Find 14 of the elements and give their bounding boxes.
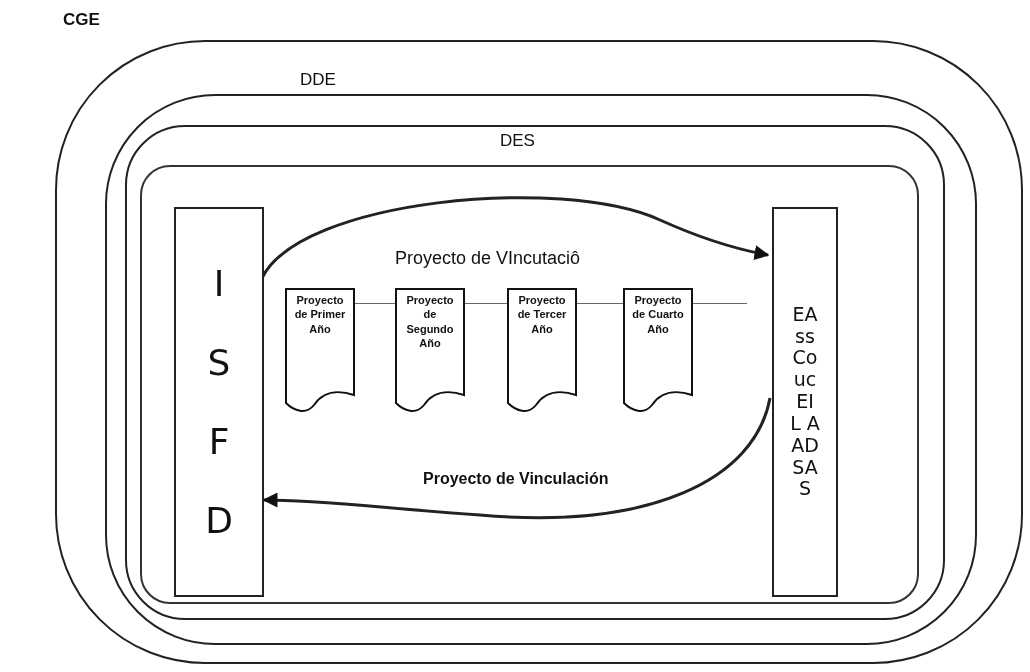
vertical-label: EA ss Co uc EI L A AD SA S [789, 303, 821, 501]
rounded-frame [105, 70, 977, 645]
frame-heading: DDE [300, 70, 336, 90]
frame-heading: CGE [63, 10, 100, 30]
rounded-frame [140, 165, 919, 604]
vertical-label-box [772, 207, 838, 597]
frame-heading: DES [500, 131, 535, 151]
document-title: Proyecto de Tercer Año [516, 293, 568, 336]
rounded-frame [125, 125, 945, 620]
document-title: Proyecto de Segundo Año [405, 293, 455, 351]
document-title: Proyecto de Cuarto Año [631, 293, 685, 336]
vertical-label-box [174, 207, 264, 597]
vertical-label: I S F D [204, 261, 234, 544]
document-title: Proyecto de Primer Año [293, 293, 347, 336]
